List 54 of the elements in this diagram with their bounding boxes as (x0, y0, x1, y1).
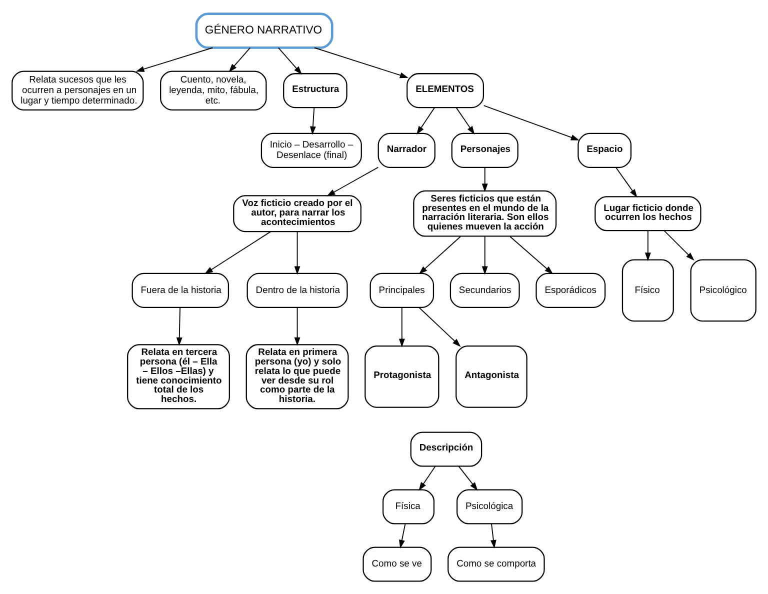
node-box: Personajes (451, 132, 518, 168)
node-box: Como se ve (362, 546, 432, 582)
node-box: Física (382, 488, 435, 524)
node-box: Como se comporta (448, 546, 545, 582)
node-box: Físico (622, 258, 674, 322)
node-box: Inicio – Desarrollo – Desenlace (final) (260, 132, 362, 168)
node-box: Antagonista (456, 344, 528, 408)
arrow (228, 46, 251, 72)
arrow (278, 46, 302, 74)
arrow (294, 306, 300, 346)
arrow (314, 46, 408, 78)
arrow (644, 230, 651, 261)
node-box: Esporádicos (536, 272, 606, 308)
arrow (510, 236, 554, 274)
arrow (483, 104, 580, 140)
node-box: Psicológica (456, 488, 523, 524)
arrow (418, 465, 436, 490)
node-box: Narrador (378, 132, 436, 168)
node-box: Fuera de la historia (132, 272, 230, 308)
arrow (398, 306, 405, 347)
arrow (418, 306, 461, 346)
node-box: Relata sucesos que les ocurren a personajes en un lugar y tiempo determinado. (12, 70, 144, 110)
node-box: Relata en tercera persona (él – Ella – Ellos –Ellas) y tiene conocimiento total de los hechos. (127, 344, 230, 409)
node-box: Seres ficticios que están presentes en el mundo de la narración literaria. Son ellos quienes mueven la acción (413, 190, 557, 236)
node-box: Descripción (410, 431, 482, 466)
arrow (176, 306, 182, 346)
node-box: Protagonista (364, 344, 440, 408)
node-box: Voz ficticio creado por el autor, para narrar los acontecimientos (233, 194, 362, 232)
arrow (664, 230, 694, 260)
node-box: Estructura (283, 72, 348, 108)
node-box: Cuento, novela, leyenda, mito, fábula, etc. (160, 70, 267, 110)
arrow (204, 230, 272, 274)
arrow (458, 465, 478, 490)
arrow (482, 166, 488, 192)
arrow (294, 230, 300, 274)
arrow (136, 46, 214, 72)
arrow (456, 106, 475, 134)
node-box: GÉNERO NARRATIVO (195, 12, 334, 48)
node-box: Espacio (578, 132, 632, 168)
arrow (310, 106, 316, 134)
node-box: Secundarios (450, 272, 520, 308)
node-box: Relata en primera persona (yo) y solo relata lo que puede ver desde su rol como parte de la historia. (246, 344, 349, 409)
node-box: Psicológico (690, 258, 756, 322)
arrow (616, 166, 638, 198)
arrow (416, 106, 435, 134)
arrow (326, 166, 379, 196)
node-box: Lugar ficticio donde ocurren los hechos (594, 196, 702, 231)
node-box: ELEMENTOS (406, 72, 484, 108)
arrow (490, 522, 496, 548)
arrow (482, 236, 488, 274)
node-box: Dentro de la historia (246, 272, 348, 308)
arrow (399, 522, 406, 548)
node-box: Principales (370, 272, 434, 308)
arrow (418, 236, 461, 274)
